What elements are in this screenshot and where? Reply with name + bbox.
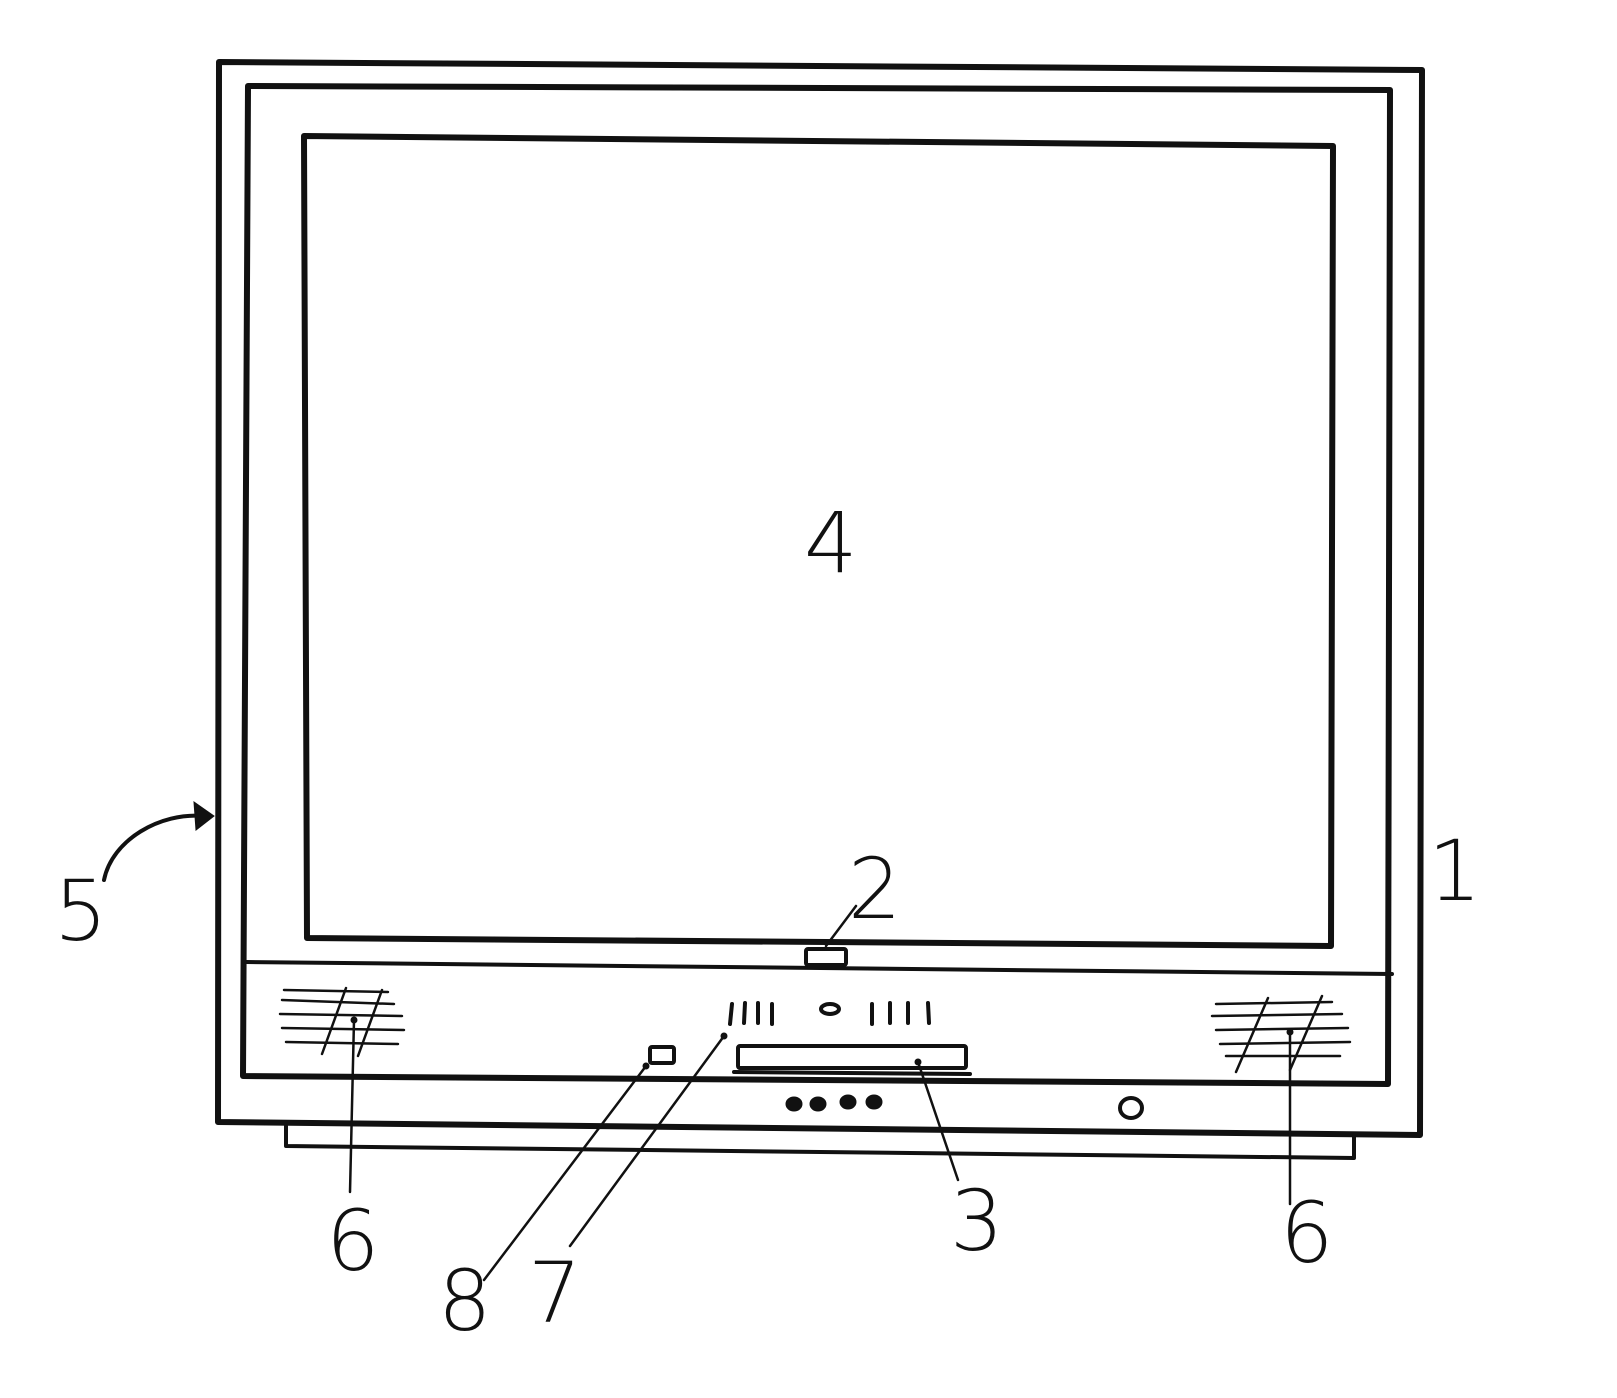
base-stand — [284, 1124, 1356, 1160]
label-camera: 2 — [848, 840, 901, 938]
camera-module — [804, 947, 848, 967]
speaker-grille-left — [278, 986, 406, 1058]
speaker-grille-right — [1210, 994, 1352, 1074]
label-speaker-right: 6 — [1280, 1184, 1333, 1282]
outer-housing — [215, 59, 1425, 1138]
label-screen: 4 — [804, 494, 857, 592]
label-sensor: 8 — [438, 1252, 491, 1350]
label-indicator: 7 — [528, 1244, 581, 1342]
display-screen — [301, 133, 1336, 949]
card-slot — [736, 1044, 968, 1070]
label-slot: 3 — [950, 1172, 1003, 1270]
control-buttons — [785, 1094, 883, 1112]
label-device: 5 — [54, 862, 107, 960]
leader-lines — [348, 904, 1292, 1282]
inner-bezel — [240, 83, 1393, 1087]
sensor-window — [648, 1045, 676, 1065]
label-housing: 1 — [1428, 822, 1481, 920]
label-speaker-left: 6 — [326, 1192, 379, 1290]
control-strip-divider — [244, 960, 1394, 976]
leader-dots — [350, 1016, 1294, 1070]
indicator-lights — [728, 1001, 931, 1026]
card-slot-lip — [732, 1070, 972, 1076]
device-arrow — [102, 813, 206, 882]
device-arrowhead — [193, 800, 215, 831]
power-button — [1118, 1096, 1144, 1120]
